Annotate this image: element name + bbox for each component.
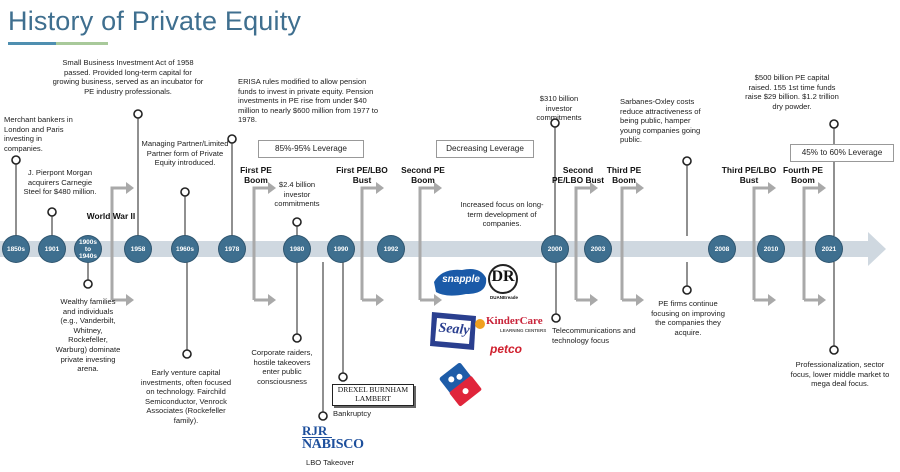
marker-1978 <box>227 134 237 144</box>
drexel-logo-line1: DREXEL BURNHAM <box>337 385 409 394</box>
note-1900s-below: Wealthy families and individuals (e.g., … <box>55 297 121 374</box>
marker-2021 <box>829 119 839 129</box>
leverage-box-decreasing: Decreasing Leverage <box>436 140 534 158</box>
marker-1990-bankruptcy <box>338 372 348 382</box>
marker-1980 <box>292 217 302 227</box>
bracket-second-boom <box>418 186 434 302</box>
marker-1900s-below <box>83 279 93 289</box>
bracket-third-boom <box>620 186 636 302</box>
marker-1960s <box>180 187 190 197</box>
marker-2021-below <box>829 345 839 355</box>
year-node-2003: 2003 <box>585 236 611 262</box>
duane-reade-logo-text: DR <box>491 268 515 285</box>
note-1958: Small Business Investment Act of 1958 pa… <box>52 58 204 96</box>
snapple-logo <box>434 269 487 296</box>
title-underline-blue <box>8 42 56 45</box>
era-third-boom: Third PE Boom <box>606 165 642 185</box>
petco-logo: petco <box>490 342 523 356</box>
year-node-2008: 2008 <box>709 236 735 262</box>
note-2003: Sarbanes-Oxley costs reduce attractivene… <box>620 97 701 145</box>
marker-1850s <box>11 155 21 165</box>
duane-reade-logo <box>488 264 518 294</box>
marker-2000 <box>550 118 560 128</box>
marker-2003 <box>682 156 692 166</box>
bracket-fourth-boom <box>802 186 818 302</box>
note-2021: $500 billion PE capital raised. 155 1st … <box>745 73 839 111</box>
era-third-bust: Third PE/LBO Bust <box>721 165 777 185</box>
marker-1980-below <box>292 333 302 343</box>
year-node-1958: 1958 <box>125 236 151 262</box>
note-1980-below: Corporate raiders, hostile takeovers ent… <box>251 348 313 386</box>
era-first-bust: First PE/LBO Bust <box>336 165 388 185</box>
bracket-third-bust <box>752 186 768 302</box>
era-first-boom: First PE Boom <box>240 165 272 185</box>
note-2000: $310 billion investor commitments <box>536 94 582 123</box>
note-2000-below: Telecommunications and technology focus <box>552 326 636 345</box>
year-node-1980: 1980 <box>284 236 310 262</box>
timeline-arrow <box>0 232 886 266</box>
sealy-logo <box>430 312 476 350</box>
title-underline-green <box>56 42 108 45</box>
rjr-logo-line2: NABISCO <box>302 437 364 452</box>
year-node-1901: 1901 <box>39 236 65 262</box>
era-second-bust: Second PE/LBO Bust <box>551 165 605 185</box>
note-1901: J. Pierpont Morgan acquirers Carnegie St… <box>23 168 97 197</box>
year-node-1960s: 1960s <box>172 236 198 262</box>
kindercare-logo-caption: LEARNING CENTERS <box>500 328 547 333</box>
year-node-2000: 2000 <box>542 236 568 262</box>
year-node-1850s: 1850s <box>3 236 29 262</box>
note-2021-below: Professionalization, sector focus, lower… <box>790 360 890 389</box>
note-1980: $2.4 billion investor commitments <box>274 180 320 209</box>
marker-1958 <box>133 109 143 119</box>
note-1992: Increased focus on long-term development… <box>460 200 544 229</box>
era-second-boom: Second PE Boom <box>401 165 445 185</box>
sealy-logo-text: Sealy <box>437 320 471 339</box>
note-1978: ERISA rules modified to allow pension fu… <box>238 77 379 125</box>
leverage-box-45-60: 45% to 60% Leverage <box>790 144 894 162</box>
note-1960s-below: Early venture capital investments, often… <box>140 368 232 425</box>
year-node-1900s-1940s: 1900s to 1940s <box>75 236 101 262</box>
year-node-2010: 2010 <box>758 236 784 262</box>
marker-1990-lbo <box>318 411 328 421</box>
drexel-logo: DREXEL BURNHAM LAMBERT <box>332 384 414 406</box>
kindercare-logo: KinderCare <box>486 315 543 327</box>
marker-1901 <box>47 207 57 217</box>
bracket-ww2 <box>110 186 126 302</box>
year-node-1992: 1992 <box>378 236 404 262</box>
leverage-box-85-95: 85%-95% Leverage <box>258 140 364 158</box>
note-1850s: Merchant bankers in London and Paris inv… <box>4 115 73 153</box>
era-fourth-boom: Fourth PE Boom <box>782 165 823 185</box>
marker-2008-below <box>682 285 692 295</box>
page-title: History of Private Equity <box>8 6 302 36</box>
bracket-second-bust <box>574 186 590 302</box>
drexel-logo-line2: LAMBERT <box>355 394 391 403</box>
marker-2000-below <box>551 313 561 323</box>
kindercare-sun-icon <box>475 319 485 329</box>
note-1990-lbo: LBO Takeover <box>306 458 354 467</box>
note-1960s: Managing Partner/Limited Partner form of… <box>141 139 229 168</box>
rjr-logo-line1: RJR <box>302 424 332 438</box>
bracket-first-bust <box>360 186 376 302</box>
marker-1960s-below <box>182 349 192 359</box>
duane-reade-logo-caption: DUANEreade <box>489 295 518 300</box>
year-node-2021: 2021 <box>816 236 842 262</box>
note-1990-bankruptcy: Bankruptcy <box>333 409 371 418</box>
year-node-1978: 1978 <box>219 236 245 262</box>
bracket-first-boom <box>252 186 268 302</box>
note-2008-below: PE firms continue focusing on improving … <box>651 299 725 337</box>
year-node-1990: 1990 <box>328 236 354 262</box>
era-ww2: World War II <box>86 211 136 221</box>
snapple-logo-text: snapple <box>442 274 480 285</box>
rjr-nabisco-logo: RJR NABISCO <box>302 424 378 454</box>
dominos-logo <box>438 361 482 407</box>
